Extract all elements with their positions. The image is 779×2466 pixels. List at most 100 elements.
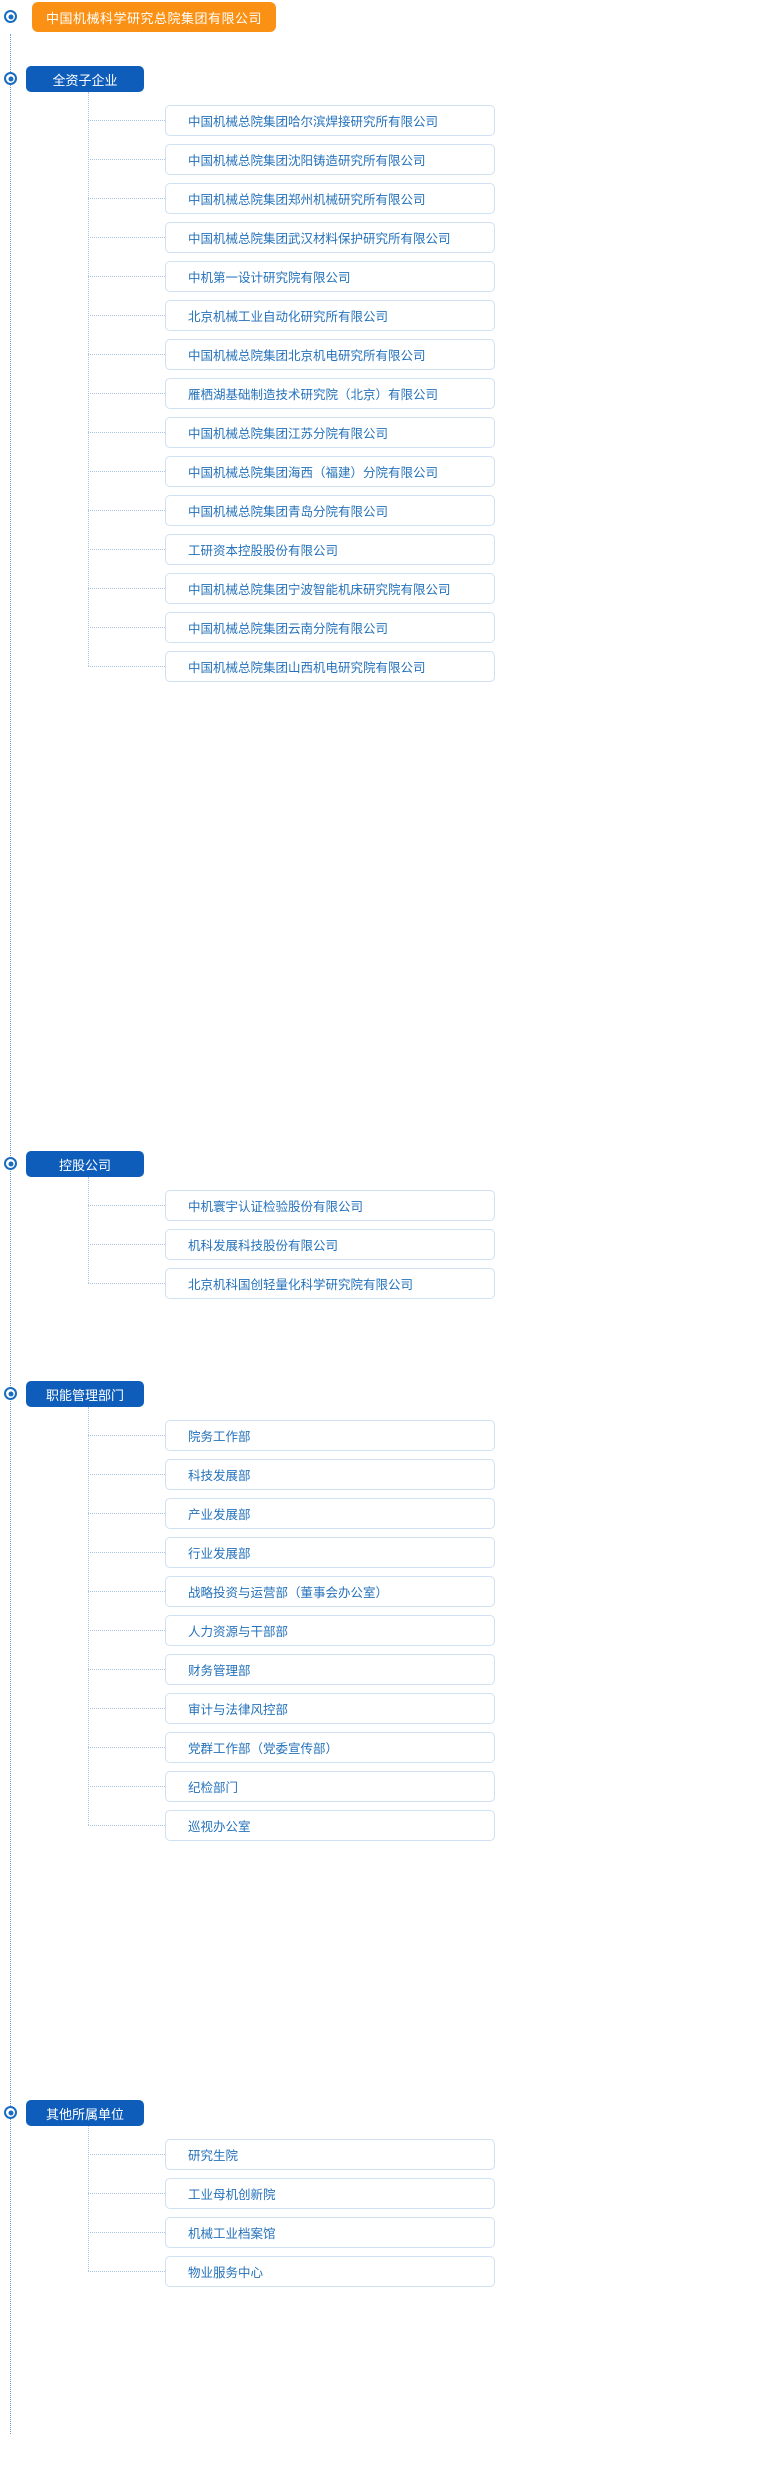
- connector-tick: [88, 198, 165, 199]
- org-item[interactable]: 行业发展部: [165, 1537, 495, 1568]
- org-item[interactable]: 工业母机创新院: [165, 2178, 495, 2209]
- connector-tick: [88, 549, 165, 550]
- org-item-label[interactable]: 科技发展部: [188, 1468, 251, 1483]
- spine-marker-root: [4, 10, 17, 23]
- org-item[interactable]: 中国机械总院集团哈尔滨焊接研究所有限公司: [165, 105, 495, 136]
- org-item[interactable]: 中国机械总院集团云南分院有限公司: [165, 612, 495, 643]
- spine-marker-other-units: [4, 2106, 17, 2119]
- connector-tick: [88, 432, 165, 433]
- connector-tick: [88, 1244, 165, 1245]
- connector-tick: [88, 1786, 165, 1787]
- org-item-label[interactable]: 中国机械总院集团沈阳铸造研究所有限公司: [188, 153, 426, 168]
- org-item-label[interactable]: 雁栖湖基础制造技术研究院（北京）有限公司: [188, 387, 439, 402]
- connector-tick: [88, 315, 165, 316]
- org-item-label[interactable]: 人力资源与干部部: [188, 1624, 289, 1639]
- connector-tick: [88, 1825, 165, 1826]
- connector-tick: [88, 510, 165, 511]
- connector-tick: [88, 666, 165, 667]
- org-item[interactable]: 中国机械总院集团山西机电研究院有限公司: [165, 651, 495, 682]
- org-item-label[interactable]: 院务工作部: [188, 1429, 251, 1444]
- org-item[interactable]: 产业发展部: [165, 1498, 495, 1529]
- org-item-label[interactable]: 中国机械总院集团郑州机械研究所有限公司: [188, 192, 426, 207]
- group-tab-other-units[interactable]: 其他所属单位: [26, 2100, 144, 2126]
- connector-tick: [88, 1283, 165, 1284]
- spine-marker-wholly-owned: [4, 72, 17, 85]
- root-organization-node[interactable]: 中国机械科学研究总院集团有限公司: [32, 2, 277, 32]
- group-tab-label: 职能管理部门: [45, 1388, 124, 1404]
- org-item[interactable]: 中机寰宇认证检验股份有限公司: [165, 1190, 495, 1221]
- org-item-label[interactable]: 财务管理部: [188, 1663, 251, 1678]
- org-item-label[interactable]: 机械工业档案馆: [188, 2226, 276, 2241]
- org-item-label[interactable]: 北京机科国创轻量化科学研究院有限公司: [188, 1277, 414, 1292]
- org-item[interactable]: 中国机械总院集团沈阳铸造研究所有限公司: [165, 144, 495, 175]
- org-item-label[interactable]: 中国机械总院集团山西机电研究院有限公司: [188, 660, 426, 675]
- org-item[interactable]: 纪检部门: [165, 1771, 495, 1802]
- org-item-label[interactable]: 中机第一设计研究院有限公司: [188, 270, 351, 285]
- connector-tick: [88, 1669, 165, 1670]
- org-item[interactable]: 中国机械总院集团武汉材料保护研究所有限公司: [165, 222, 495, 253]
- connector-tick: [88, 159, 165, 160]
- org-item-label[interactable]: 纪检部门: [188, 1780, 239, 1795]
- org-item[interactable]: 财务管理部: [165, 1654, 495, 1685]
- org-item-label[interactable]: 中机寰宇认证检验股份有限公司: [188, 1199, 364, 1214]
- org-item-label[interactable]: 行业发展部: [188, 1546, 251, 1561]
- org-item[interactable]: 机科发展科技股份有限公司: [165, 1229, 495, 1260]
- group-tab-wholly-owned[interactable]: 全资子企业: [26, 66, 144, 92]
- connector-tick: [88, 1708, 165, 1709]
- org-item-label[interactable]: 中国机械总院集团哈尔滨焊接研究所有限公司: [188, 114, 439, 129]
- org-item-label[interactable]: 中国机械总院集团江苏分院有限公司: [188, 426, 389, 441]
- org-item-label[interactable]: 机科发展科技股份有限公司: [188, 1238, 339, 1253]
- org-item[interactable]: 党群工作部（党委宣传部）: [165, 1732, 495, 1763]
- group-tab-label: 控股公司: [58, 1158, 111, 1174]
- org-item[interactable]: 研究生院: [165, 2139, 495, 2170]
- connector-tick: [88, 393, 165, 394]
- group-tab-holding[interactable]: 控股公司: [26, 1151, 144, 1177]
- org-item[interactable]: 物业服务中心: [165, 2256, 495, 2287]
- org-item[interactable]: 中国机械总院集团江苏分院有限公司: [165, 417, 495, 448]
- org-item-label[interactable]: 工业母机创新院: [188, 2187, 276, 2202]
- org-item[interactable]: 中国机械总院集团宁波智能机床研究院有限公司: [165, 573, 495, 604]
- org-item-label[interactable]: 产业发展部: [188, 1507, 251, 1522]
- org-item[interactable]: 战略投资与运营部（董事会办公室）: [165, 1576, 495, 1607]
- org-item[interactable]: 人力资源与干部部: [165, 1615, 495, 1646]
- org-item[interactable]: 中国机械总院集团北京机电研究所有限公司: [165, 339, 495, 370]
- org-item-label[interactable]: 工研资本控股股份有限公司: [188, 543, 339, 558]
- org-item-label[interactable]: 中国机械总院集团武汉材料保护研究所有限公司: [188, 231, 451, 246]
- org-item[interactable]: 机械工业档案馆: [165, 2217, 495, 2248]
- org-item[interactable]: 院务工作部: [165, 1420, 495, 1451]
- org-item[interactable]: 审计与法律风控部: [165, 1693, 495, 1724]
- org-item[interactable]: 中国机械总院集团海西（福建）分院有限公司: [165, 456, 495, 487]
- org-item-label[interactable]: 北京机械工业自动化研究所有限公司: [188, 309, 389, 324]
- group-tab-functional-departments[interactable]: 职能管理部门: [26, 1381, 144, 1407]
- org-item[interactable]: 中机第一设计研究院有限公司: [165, 261, 495, 292]
- org-item[interactable]: 巡视办公室: [165, 1810, 495, 1841]
- org-item[interactable]: 中国机械总院集团青岛分院有限公司: [165, 495, 495, 526]
- org-item-label[interactable]: 战略投资与运营部（董事会办公室）: [188, 1585, 389, 1600]
- connector-tick: [88, 627, 165, 628]
- org-item-label[interactable]: 中国机械总院集团海西（福建）分院有限公司: [188, 465, 439, 480]
- org-item[interactable]: 雁栖湖基础制造技术研究院（北京）有限公司: [165, 378, 495, 409]
- connector-tick: [88, 1513, 165, 1514]
- connector-tick: [88, 1591, 165, 1592]
- org-item-label[interactable]: 中国机械总院集团北京机电研究所有限公司: [188, 348, 426, 363]
- connector-tick: [88, 1552, 165, 1553]
- org-item[interactable]: 北京机科国创轻量化科学研究院有限公司: [165, 1268, 495, 1299]
- org-item[interactable]: 科技发展部: [165, 1459, 495, 1490]
- org-item-label[interactable]: 中国机械总院集团云南分院有限公司: [188, 621, 389, 636]
- group-rail-holding: [88, 1177, 89, 1283]
- connector-tick: [88, 1474, 165, 1475]
- org-item[interactable]: 工研资本控股股份有限公司: [165, 534, 495, 565]
- org-item-label[interactable]: 中国机械总院集团宁波智能机床研究院有限公司: [188, 582, 451, 597]
- org-item-label[interactable]: 巡视办公室: [188, 1819, 251, 1834]
- org-item-label[interactable]: 物业服务中心: [188, 2265, 264, 2280]
- org-item[interactable]: 中国机械总院集团郑州机械研究所有限公司: [165, 183, 495, 214]
- main-vertical-connector: [10, 34, 11, 2434]
- org-item-label[interactable]: 审计与法律风控部: [188, 1702, 289, 1717]
- org-item-label[interactable]: 研究生院: [188, 2148, 239, 2163]
- org-item-label[interactable]: 党群工作部（党委宣传部）: [188, 1741, 339, 1756]
- spine-marker-functional-departments: [4, 1387, 17, 1400]
- org-item[interactable]: 北京机械工业自动化研究所有限公司: [165, 300, 495, 331]
- org-item-label[interactable]: 中国机械总院集团青岛分院有限公司: [188, 504, 389, 519]
- connector-tick: [88, 120, 165, 121]
